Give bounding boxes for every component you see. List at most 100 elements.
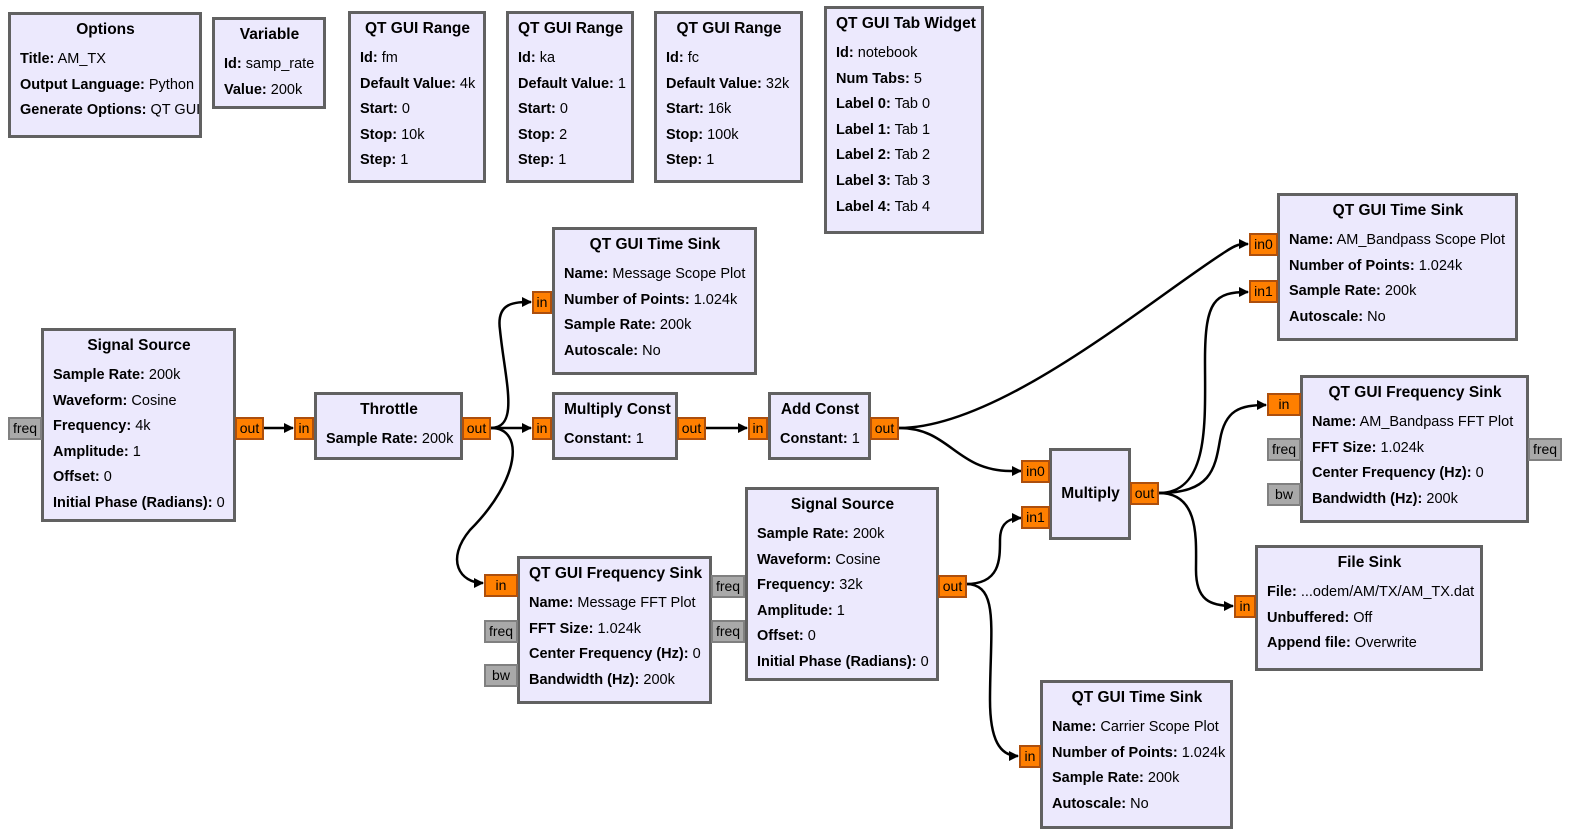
block-param-row: Step: 1 (518, 148, 623, 174)
param-label: Offset: (53, 469, 100, 486)
block-param-row: Label 3: Tab 3 (836, 169, 973, 195)
param-label: Frequency: (757, 577, 836, 594)
port-in[interactable]: in (294, 417, 314, 440)
port-in1[interactable]: in1 (1021, 506, 1050, 529)
param-value: 1 (617, 75, 626, 92)
param-value: QT GUI (150, 102, 201, 119)
param-label: Id: (518, 50, 536, 66)
param-value: AM_TX (57, 51, 106, 67)
param-label: Autoscale: (1289, 308, 1364, 325)
port-out[interactable]: out (870, 417, 899, 440)
param-value: 1.024k (1380, 439, 1425, 456)
block-title: QT GUI Frequency Sink (1328, 384, 1502, 401)
port-freq[interactable]: freq (711, 575, 745, 598)
block-param-row: Stop: 2 (518, 123, 623, 149)
param-label: FFT Size: (529, 620, 594, 637)
param-value: 32k (765, 75, 790, 92)
port-in[interactable]: in (484, 574, 518, 597)
param-label: Step: (518, 152, 555, 169)
block-param-row: Step: 1 (666, 148, 792, 174)
port-bw[interactable]: bw (1267, 483, 1301, 506)
param-value: 2 (559, 126, 568, 143)
param-value: 200k (852, 526, 885, 542)
param-label: Initial Phase (Radians): (757, 653, 917, 670)
port-out[interactable]: out (235, 417, 264, 440)
block-param-row: Output Language: Python (20, 73, 194, 99)
port-freq[interactable]: freq (1528, 438, 1562, 461)
param-label: Amplitude: (757, 602, 833, 619)
param-label: Number of Points: (564, 291, 690, 308)
port-in[interactable]: in (1234, 595, 1256, 618)
param-value: Message FFT Plot (577, 595, 696, 611)
port-in[interactable]: in (1019, 745, 1041, 768)
param-label: Number of Points: (1052, 744, 1178, 761)
block-param-row: Name: AM_Bandpass FFT Plot (1312, 410, 1518, 436)
port-out[interactable]: out (677, 417, 706, 440)
block-param-row: FFT Size: 1.024k (1312, 436, 1518, 462)
port-in0[interactable]: in0 (1249, 233, 1278, 256)
param-label: Number of Points: (1289, 257, 1415, 274)
block-param-row: Num Tabs: 5 (836, 67, 973, 93)
param-value: 100k (707, 126, 739, 143)
block-param-row: Offset: 0 (757, 624, 928, 650)
port-out[interactable]: out (462, 417, 491, 440)
port-in[interactable]: in (532, 291, 552, 314)
port-in[interactable]: in (748, 417, 768, 440)
block-title: File Sink (1337, 554, 1402, 571)
port-freq[interactable]: freq (484, 620, 518, 643)
param-value: 200k (270, 81, 303, 98)
block-param-row: Id: fc (666, 46, 792, 72)
port-freq[interactable]: freq (1267, 438, 1301, 461)
port-freq[interactable]: freq (711, 620, 745, 643)
wire-addconst-timesink-bp (898, 239, 1249, 430)
block-param-row: Autoscale: No (564, 339, 746, 365)
param-value: 0 (1475, 465, 1484, 482)
block-param-row: Waveform: Cosine (53, 389, 225, 415)
port-in0[interactable]: in0 (1021, 460, 1050, 483)
port-in[interactable]: in (1267, 393, 1301, 416)
block-param-row: Sample Rate: 200k (53, 363, 225, 389)
param-label: Label 0: (836, 96, 891, 113)
param-value: 0 (920, 653, 929, 670)
port-out[interactable]: out (938, 575, 967, 598)
wire-multiply-filesink (1158, 491, 1234, 611)
param-value: 1.024k (1418, 257, 1463, 274)
param-value: Message Scope Plot (612, 266, 746, 282)
block-param-row: Append file: Overwrite (1267, 631, 1472, 657)
param-value: 200k (659, 317, 692, 334)
param-label: Default Value: (666, 75, 762, 92)
port-in[interactable]: in (532, 417, 552, 440)
param-label: Autoscale: (564, 342, 639, 359)
block-title: QT GUI Time Sink (1071, 689, 1203, 706)
block-title: QT GUI Time Sink (1332, 202, 1464, 219)
port-in1[interactable]: in1 (1249, 280, 1278, 303)
port-bw[interactable]: bw (484, 664, 518, 687)
block-title: Multiply Const (564, 401, 671, 418)
param-value: notebook (857, 45, 918, 61)
port-out[interactable]: out (1130, 482, 1159, 505)
param-value: Tab 1 (894, 121, 931, 138)
wire-throttle-freqsink (455, 426, 514, 588)
param-value: Overwrite (1354, 635, 1417, 652)
block-param-row: Default Value: 32k (666, 72, 792, 98)
multiply-block[interactable]: Multiply (1049, 448, 1131, 540)
param-label: Stop: (360, 126, 398, 143)
port-freq[interactable]: freq (8, 417, 42, 440)
